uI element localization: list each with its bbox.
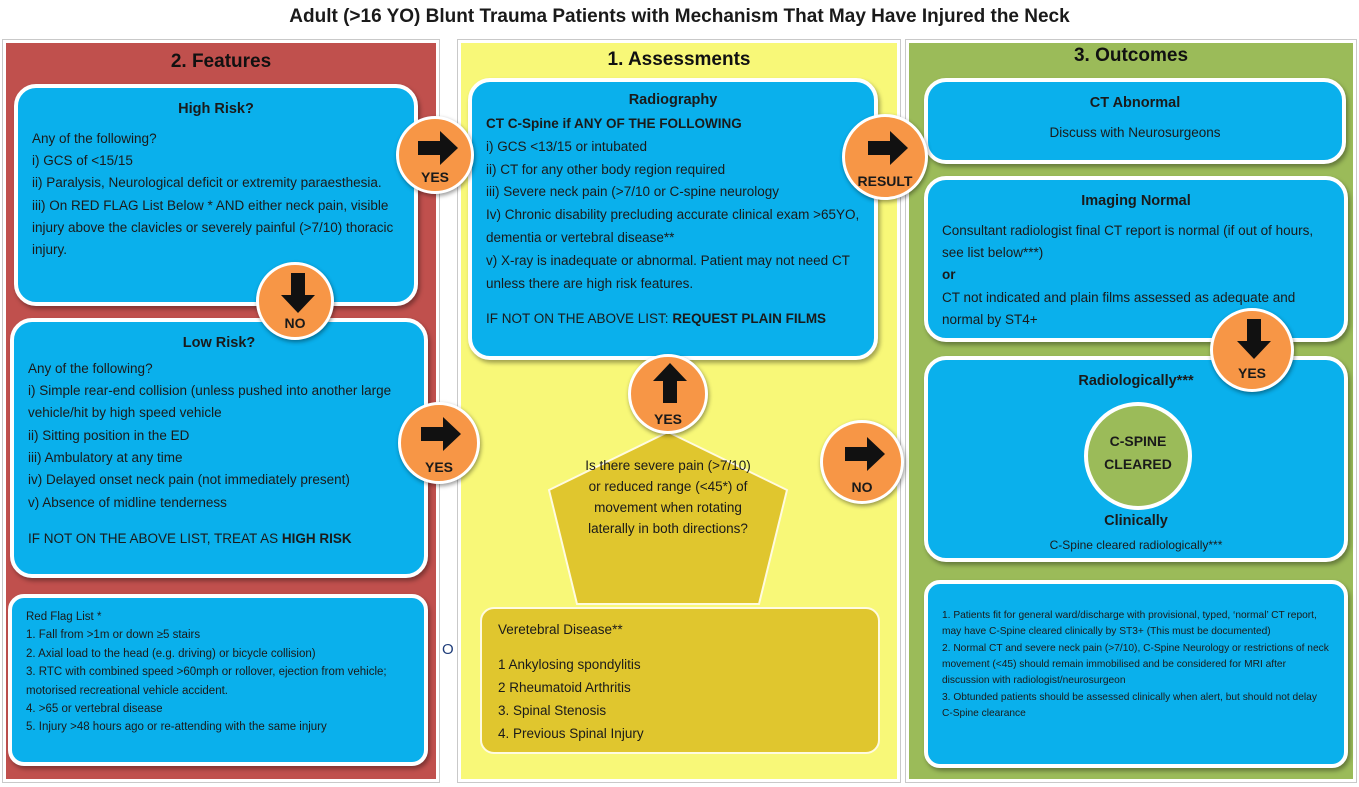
high-risk-line: iii) On RED FLAG List Below * AND either…: [32, 197, 394, 258]
radiography-line: v) X-ray is inadequate or abnormal. Pati…: [486, 253, 850, 292]
notes-box: 1. Patients fit for general ward/dischar…: [924, 580, 1348, 768]
radiography-footer-bold: REQUEST PLAIN FILMS: [672, 311, 827, 327]
question-pentagon: [547, 430, 789, 605]
high-risk-box: High Risk? Any of the following? i) GCS …: [14, 84, 418, 306]
red-flag-item: 2. Axial load to the head (e.g. driving)…: [26, 647, 316, 660]
cleared-circle-line: CLEARED: [1104, 456, 1172, 473]
connector-label: YES: [424, 459, 453, 475]
connector-yes-up: YES: [628, 354, 708, 434]
radiography-box: Radiography CT C-Spine if ANY OF THE FOL…: [468, 78, 878, 360]
low-risk-title: Low Risk?: [182, 335, 256, 351]
red-flag-item: 5. Injury >48 hours ago or re-attending …: [26, 721, 327, 734]
low-risk-line: iii) Ambulatory at any time: [28, 449, 183, 465]
vertebral-disease-item: 1 Ankylosing spondylitis: [498, 656, 641, 672]
red-flag-item: 1. Fall from >1m or down ≥5 stairs: [26, 629, 201, 642]
outcomes-heading: 3. Outcomes: [1073, 45, 1189, 66]
features-heading: 2. Features: [170, 51, 272, 72]
low-risk-line: v) Absence of midline tenderness: [28, 494, 227, 510]
imaging-normal-line: Consultant radiologist final CT report i…: [942, 222, 1314, 261]
cleared-note: C-Spine cleared radiologically***: [1049, 538, 1223, 552]
cleared-top-label: Radiologically***: [1078, 373, 1194, 389]
arrow-right-icon: [421, 417, 461, 451]
connector-yes-high-risk: YES: [396, 116, 474, 194]
vertebral-disease-item: 2 Rheumatoid Arthritis: [498, 679, 631, 695]
red-flag-item: 4. >65 or vertebral disease: [26, 702, 163, 715]
arrow-right-icon: [868, 131, 908, 165]
red-flag-item: 3. RTC with combined speed >60mph or rol…: [26, 666, 387, 697]
cleared-circle-line: C-SPINE: [1109, 433, 1167, 449]
page-title: Adult (>16 YO) Blunt Trauma Patients wit…: [289, 6, 1070, 27]
arrow-right-icon: [845, 437, 885, 471]
high-risk-line: ii) Paralysis, Neurological deficit or e…: [32, 175, 382, 191]
vertebral-disease-item: 3. Spinal Stenosis: [498, 702, 607, 718]
radiography-subtitle: CT C-Spine if ANY OF THE FOLLOWING: [486, 115, 742, 131]
cspine-cleared-circle: C-SPINE CLEARED: [1084, 402, 1192, 510]
vertebral-disease-title: Veretebral Disease**: [498, 622, 623, 637]
low-risk-line: ii) Sitting position in the ED: [28, 427, 190, 443]
connector-yes-low-risk: YES: [398, 402, 480, 484]
low-risk-line: i) Simple rear-end collision (unless pus…: [28, 383, 392, 421]
note-item: 2. Normal CT and severe neck pain (>7/10…: [942, 642, 1329, 687]
connector-label: YES: [1237, 365, 1266, 381]
high-risk-line: Any of the following?: [32, 130, 157, 146]
high-risk-line: i) GCS of <15/15: [32, 153, 133, 169]
radiography-line: i) GCS <13/15 or intubated: [486, 138, 647, 154]
radiography-footer-prefix: IF NOT ON THE ABOVE LIST:: [486, 311, 673, 327]
connector-label: NO: [851, 479, 873, 495]
low-risk-footer: IF NOT ON THE ABOVE LIST, TREAT AS HIGH …: [28, 528, 410, 550]
connector-label: YES: [420, 169, 449, 185]
note-item: 3. Obtunded patients should be assessed …: [942, 691, 1317, 719]
stray-mark: O: [442, 641, 454, 658]
arrow-down-icon: [1237, 319, 1271, 359]
connector-no-cleared: NO: [820, 420, 904, 504]
radiography-line: ii) CT for any other body region require…: [486, 161, 726, 177]
red-flag-box: Red Flag List * 1. Fall from >1m or down…: [8, 594, 428, 766]
connector-label: YES: [653, 411, 682, 427]
radiography-line: Iv) Chronic disability precluding accura…: [486, 207, 860, 246]
radiography-line: iii) Severe neck pain (>7/10 or C-spine …: [486, 184, 780, 200]
question-text: Is there severe pain (>7/10) or reduced …: [585, 458, 751, 536]
high-risk-title: High Risk?: [178, 101, 254, 117]
arrow-up-icon: [653, 363, 687, 403]
red-flag-title: Red Flag List *: [26, 611, 102, 623]
low-risk-footer-bold: HIGH RISK: [281, 530, 352, 546]
radiography-title: Radiography: [628, 92, 718, 108]
low-risk-line: Any of the following?: [28, 360, 153, 376]
arrow-right-icon: [418, 131, 458, 165]
imaging-normal-line: CT not indicated and plain films assesse…: [942, 289, 1296, 327]
imaging-normal-box: Imaging Normal Consultant radiologist fi…: [924, 176, 1348, 342]
connector-yes-cleared: YES: [1210, 308, 1294, 392]
low-risk-footer-prefix: IF NOT ON THE ABOVE LIST, TREAT AS: [28, 530, 282, 546]
vertebral-disease-item: 4. Previous Spinal Injury: [498, 725, 644, 741]
cleared-bottom-label: Clinically: [1104, 513, 1168, 529]
imaging-normal-title: Imaging Normal: [1081, 193, 1191, 209]
assessments-heading: 1. Assessments: [607, 49, 751, 70]
connector-result: RESULT: [842, 114, 928, 200]
note-item: 1. Patients fit for general ward/dischar…: [942, 610, 1317, 638]
vertebral-disease-box: Veretebral Disease** 1 Ankylosing spondy…: [480, 607, 880, 754]
low-risk-box: Low Risk? Any of the following? i) Simpl…: [10, 318, 428, 578]
ct-abnormal-box: CT Abnormal Discuss with Neurosurgeons: [924, 78, 1346, 164]
radiography-footer: IF NOT ON THE ABOVE LIST: REQUEST PLAIN …: [486, 308, 860, 331]
imaging-normal-or: or: [942, 267, 956, 283]
arrow-down-icon: [281, 273, 315, 313]
ct-abnormal-title: CT Abnormal: [1089, 95, 1181, 111]
connector-label: RESULT: [857, 173, 913, 189]
connector-no: NO: [256, 262, 334, 340]
low-risk-line: iv) Delayed onset neck pain (not immedia…: [28, 472, 350, 488]
connector-label: NO: [284, 315, 306, 331]
ct-abnormal-text: Discuss with Neurosurgeons: [1049, 124, 1221, 140]
